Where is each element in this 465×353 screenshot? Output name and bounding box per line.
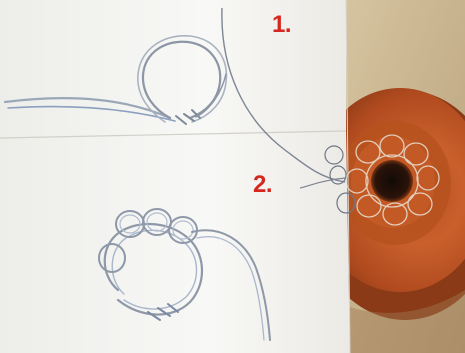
- pot-hole: [371, 160, 413, 202]
- paper-sheet-top: [0, 0, 346, 138]
- step-2-label: 2.: [253, 171, 272, 199]
- step-1-label: 1.: [272, 11, 291, 39]
